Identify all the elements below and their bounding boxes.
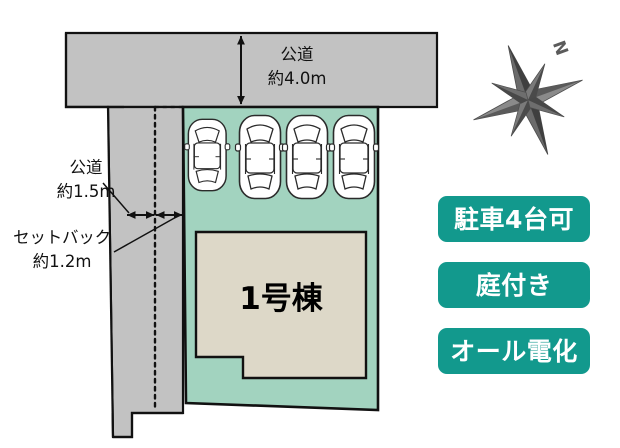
compass-rose-icon: N xyxy=(473,38,583,155)
badge-garden: 庭付き xyxy=(438,262,590,308)
car-4 xyxy=(328,114,380,200)
road-corner-mask xyxy=(66,107,112,413)
house-label: 1号棟 xyxy=(239,281,324,317)
setback-label-line1: セットバック xyxy=(13,228,111,247)
badge-parking: 駐車4台可 xyxy=(438,196,590,242)
left-road-leader-line xyxy=(102,182,130,214)
badge-all-electric: オール電化 xyxy=(438,328,590,374)
car-3 xyxy=(281,114,333,200)
setback-label-line2: 約1.2m xyxy=(33,252,92,271)
top-road-label-line1: 公道 xyxy=(281,45,314,64)
left-road-label-line1: 公道 xyxy=(70,158,103,177)
compass-north-label: N xyxy=(548,38,572,58)
house-footprint xyxy=(194,230,368,380)
car-2 xyxy=(234,114,286,200)
left-road-label-line2: 約1.5m xyxy=(57,182,116,201)
feature-badge-list: 駐車4台可 庭付き オール電化 xyxy=(438,196,590,374)
setback-leader-line xyxy=(113,215,179,253)
left-public-road xyxy=(106,105,185,439)
left-road-west-edge xyxy=(106,106,115,438)
left-road-south-edge xyxy=(113,411,183,439)
top-public-road xyxy=(64,31,439,109)
top-road-label-line2: 約4.0m xyxy=(268,69,327,88)
car-1 xyxy=(183,118,231,192)
